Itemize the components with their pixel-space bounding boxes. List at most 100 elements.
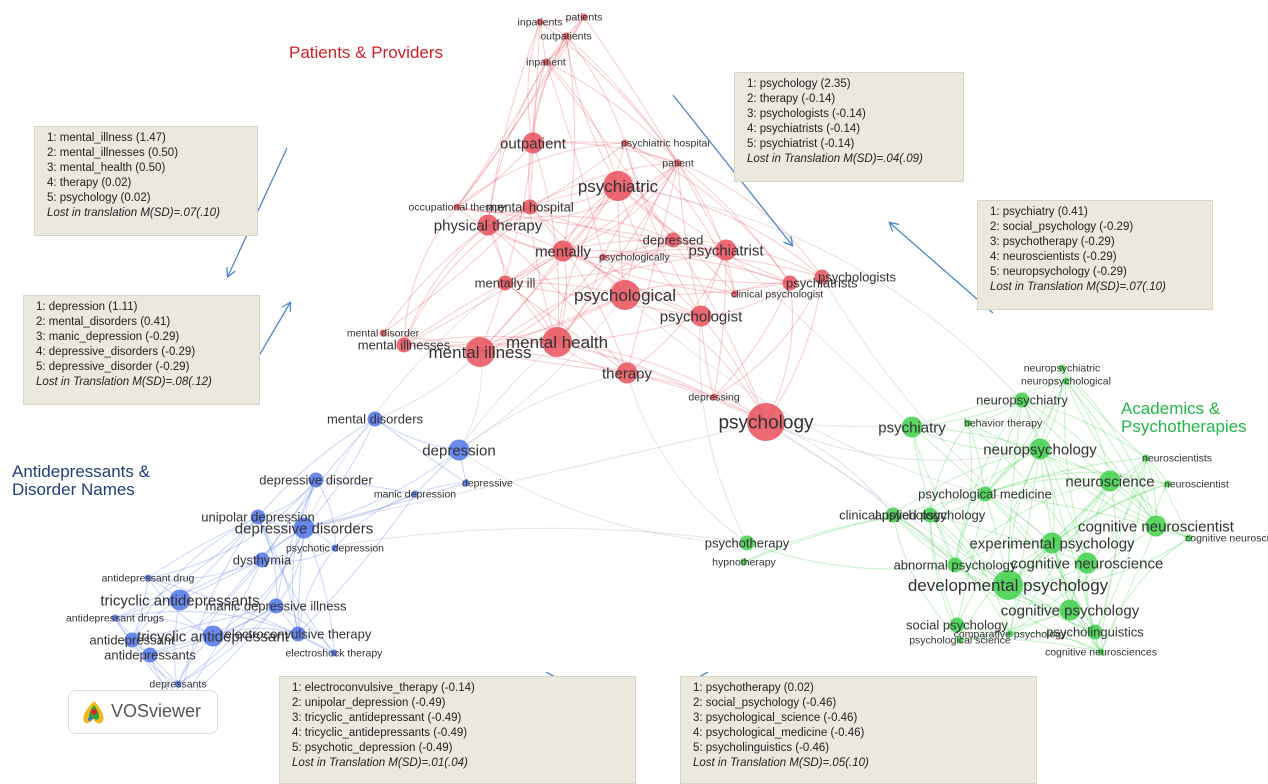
box-line: 2: social_psychology (-0.29): [990, 221, 1134, 233]
network-edge: [532, 16, 585, 144]
cluster-title-line: Disorder Names: [12, 480, 135, 499]
node-label: antidepressant drug: [102, 573, 195, 585]
node-label: manic depressive illness: [206, 599, 347, 614]
network-edge: [959, 638, 1102, 653]
network-edge: [617, 185, 702, 317]
network-edge: [177, 605, 277, 685]
network-edge: [956, 493, 986, 626]
network-edge: [602, 248, 727, 258]
network-edge: [1009, 542, 1053, 635]
box-line: 5: psychotic_depression (-0.49): [292, 742, 453, 754]
network-edge: [1094, 457, 1147, 633]
network-edge: [131, 605, 277, 641]
node-label: inpatients: [518, 17, 563, 29]
network-edge: [487, 35, 567, 226]
network-edge: [1039, 448, 1096, 633]
box-lost-in-translation: Lost in Translation M(SD)=.07(.10): [990, 281, 1166, 293]
box-lost-in-translation: Lost in translation M(SD)=.07(.10): [47, 207, 220, 219]
network-edge: [1021, 399, 1111, 482]
network-edge: [984, 399, 1023, 495]
node-label: therapy: [602, 365, 653, 382]
network-edge: [556, 239, 674, 343]
network-edge: [1065, 380, 1190, 539]
node-label: neuroscience: [1065, 473, 1154, 490]
network-node: [169, 589, 191, 611]
network-edge: [617, 185, 791, 284]
network-edge: [334, 493, 416, 549]
network-edge: [303, 418, 376, 529]
network-edge: [624, 142, 674, 241]
network-edge: [315, 479, 336, 549]
network-edge: [303, 449, 460, 529]
network-node: [367, 411, 383, 427]
box-line: 1: depression (1.11): [36, 301, 138, 313]
box-lost-in-translation: Lost in Translation M(SD)=.01(.04): [292, 757, 468, 769]
cluster-title-line: Psychotherapies: [1121, 417, 1247, 436]
network-edge: [1021, 399, 1157, 527]
box-line: 4: tricyclic_antidepressants (-0.49): [292, 727, 468, 739]
network-edge: [984, 457, 1147, 495]
network-edge: [672, 239, 791, 284]
network-node: [715, 239, 737, 261]
network-edge: [1009, 448, 1041, 635]
network-edge: [602, 162, 679, 258]
info-box-electroconvulsive: 1: electroconvulsive_therapy (-0.14) 2: …: [279, 676, 636, 784]
network-edge: [1039, 448, 1190, 539]
network-edge: [456, 185, 619, 214]
network-edge: [487, 215, 674, 241]
network-node: [710, 393, 718, 401]
network-edge: [403, 344, 628, 374]
network-edge: [147, 577, 335, 654]
network-edge: [1145, 457, 1190, 539]
network-edge: [257, 516, 299, 635]
network-edge: [458, 372, 628, 451]
node-label: depressed: [643, 233, 704, 248]
network-edge: [1009, 632, 1102, 653]
network-node: [202, 625, 224, 647]
network-node: [396, 337, 412, 353]
vosviewer-logo: VOSviewer: [68, 690, 218, 734]
network-node: [1185, 534, 1193, 542]
network-edge: [713, 249, 727, 398]
network-edge: [1069, 480, 1111, 611]
network-node: [1058, 364, 1066, 372]
node-label: neuropsychiatry: [976, 393, 1068, 408]
network-edge: [179, 516, 259, 601]
network-edge: [1021, 399, 1147, 459]
network-node: [1145, 515, 1167, 537]
node-label: cognitive neuroscience: [1011, 555, 1164, 572]
network-node: [522, 199, 538, 215]
network-node: [674, 159, 682, 167]
box-line: 3: psychologists (-0.14): [747, 108, 866, 120]
node-label: mental illnesses: [358, 338, 451, 353]
network-edge: [297, 493, 416, 635]
cluster-title-patients-providers: Patients & Providers: [289, 43, 444, 62]
node-label: manic depression: [374, 489, 456, 501]
node-label: applied psychology: [875, 508, 986, 523]
network-edge: [743, 514, 931, 563]
network-edge: [527, 21, 541, 144]
network-edge: [602, 253, 823, 278]
node-label: mental hospital: [486, 200, 574, 215]
network-node: [465, 337, 495, 367]
network-node: [977, 486, 993, 502]
node-label: psychological science: [909, 635, 1011, 647]
network-edge: [545, 61, 679, 164]
node-label: psychiatry: [878, 419, 946, 436]
network-node: [947, 557, 963, 573]
node-label: cognitive neuroscientist: [1078, 518, 1235, 535]
box-line: 2: therapy (-0.14): [747, 93, 836, 105]
network-node: [254, 552, 270, 568]
node-label: clinical psychologist: [731, 289, 823, 301]
network-edge: [562, 162, 679, 252]
node-label: hypnotherapy: [712, 557, 776, 569]
node-label: psychologically: [599, 252, 670, 264]
network-edge: [556, 185, 619, 343]
network-edge: [529, 21, 541, 208]
network-node: [580, 13, 588, 21]
network-edge: [911, 426, 1041, 452]
network-edge: [114, 616, 214, 637]
network-edge: [456, 206, 564, 252]
network-node: [542, 327, 572, 357]
network-node: [497, 275, 513, 291]
